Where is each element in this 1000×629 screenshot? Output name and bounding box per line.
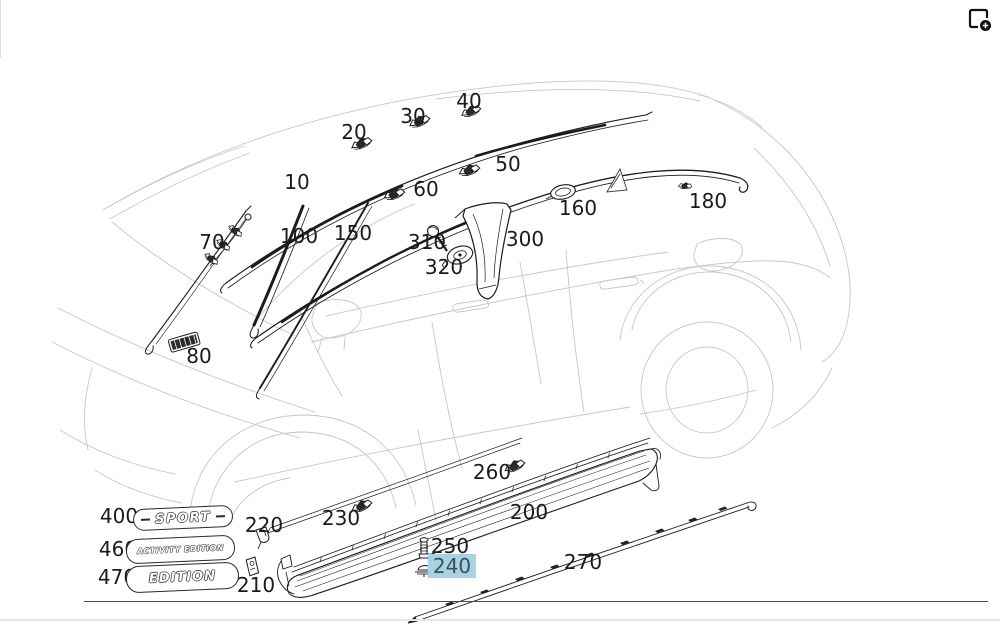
part-label-180[interactable]: 180 — [688, 189, 728, 213]
left-edge-line — [0, 0, 1, 58]
part-label-50[interactable]: 50 — [495, 152, 521, 176]
roof-badge-160 — [545, 184, 576, 200]
a-pillar-trim-100 — [249, 204, 310, 339]
grommet-icon-320 — [442, 245, 474, 268]
a-pillar-trim-150 — [256, 202, 373, 400]
part-label-230[interactable]: 230 — [321, 506, 361, 530]
badge-edition-text: EDITION — [148, 568, 217, 587]
part-label-310[interactable]: 310 — [407, 230, 447, 254]
clip-icon-220 — [255, 526, 270, 550]
part-label-300[interactable]: 300 — [505, 227, 545, 251]
corner-trim-piece — [606, 167, 628, 193]
part-label-320[interactable]: 320 — [424, 255, 464, 279]
clip-icon-50 — [457, 162, 482, 178]
part-label-200[interactable]: 200 — [509, 500, 549, 524]
bracket-part-80 — [167, 331, 201, 353]
part-label-270[interactable]: 270 — [563, 550, 603, 574]
enlarge-image-button[interactable] — [966, 6, 992, 32]
part-label-150[interactable]: 150 — [333, 221, 373, 245]
clip-icon-210 — [245, 556, 260, 577]
part-label-80[interactable]: 80 — [186, 344, 212, 368]
footer-separator-line — [84, 601, 988, 602]
strip-clip-dots — [445, 506, 728, 606]
badge-dash — [215, 515, 225, 518]
part-label-60[interactable]: 60 — [413, 177, 439, 201]
badge-sport: SPORT — [132, 504, 234, 532]
fir-tree-clip-icon-250 — [418, 537, 430, 559]
badge-activity-edition-text: ACTIVITY EDITION — [136, 543, 225, 556]
part-label-210[interactable]: 210 — [236, 573, 276, 597]
badge-edition: EDITION — [125, 561, 240, 594]
part-label-160[interactable]: 160 — [558, 196, 598, 220]
part-label-240[interactable]: 240 — [427, 554, 477, 578]
b-pillar-cover-300 — [454, 202, 512, 300]
part-label-260[interactable]: 260 — [472, 460, 512, 484]
rear-roof-rail-moulding — [250, 169, 749, 349]
part-label-10[interactable]: 10 — [284, 170, 310, 194]
part-label-40[interactable]: 40 — [456, 89, 482, 113]
sill-moulding-200 — [261, 437, 661, 598]
page-zoom-plus-icon — [968, 8, 991, 31]
badge-activity-edition: ACTIVITY EDITION — [125, 534, 236, 565]
windshield-side-strip — [144, 205, 252, 355]
badge-dash — [141, 518, 151, 521]
clip-icon-60 — [382, 186, 407, 202]
part-label-400[interactable]: 400 — [99, 504, 139, 528]
bottom-edge-line — [0, 619, 1000, 621]
part-label-220[interactable]: 220 — [244, 513, 284, 537]
front-roof-moulding-10 — [220, 111, 653, 294]
badge-sport-text: SPORT — [154, 509, 212, 527]
car-body-outline — [51, 80, 851, 521]
part-label-250[interactable]: 250 — [430, 534, 470, 558]
part-label-30[interactable]: 30 — [400, 104, 426, 128]
part-label-100[interactable]: 100 — [279, 224, 319, 248]
screw-icon-310 — [426, 224, 448, 252]
part-label-70[interactable]: 70 — [199, 230, 225, 254]
clip-chain-70 — [202, 213, 252, 268]
part-label-20[interactable]: 20 — [341, 120, 367, 144]
